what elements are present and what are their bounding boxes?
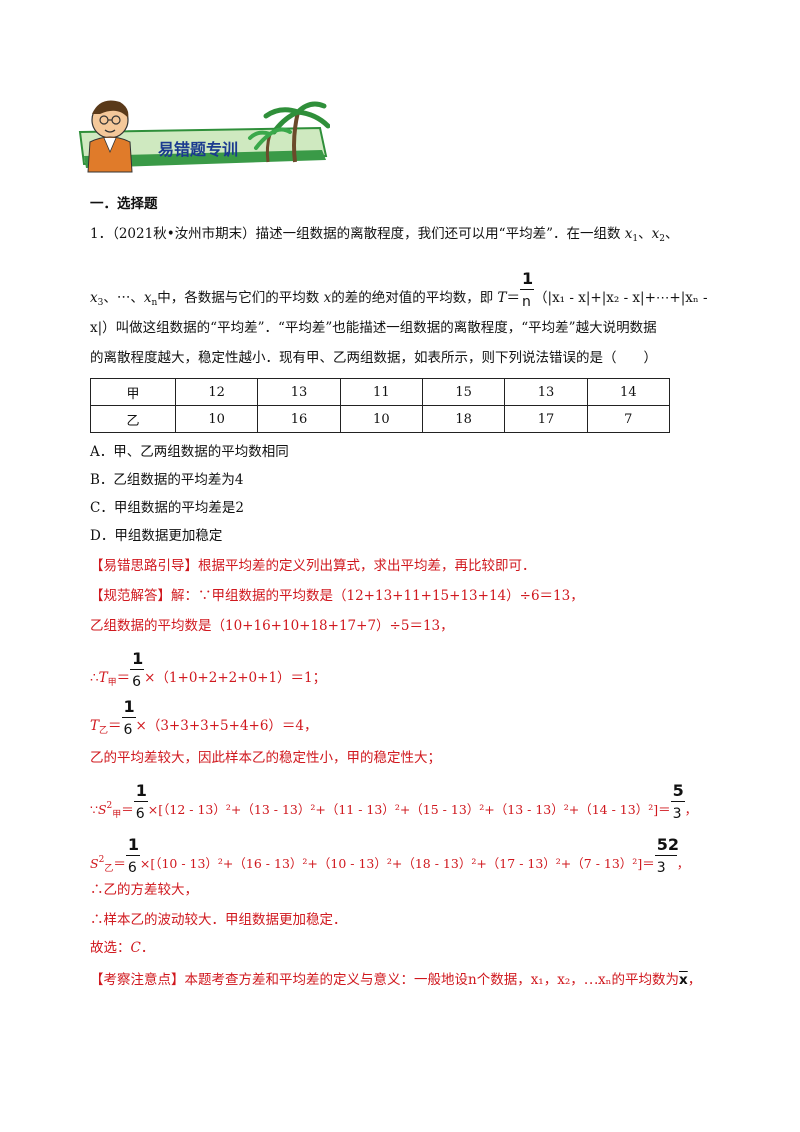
answer-choose-label: 故选： <box>90 940 131 956</box>
hint-text: 根据平均差的定义列出算式，求出平均差，再比较即可． <box>198 558 536 574</box>
question-formula: （|x₁ - x|+|x₂ - x|+⋯+|xₙ - <box>534 290 708 306</box>
hint-label: 【易错思路引导】 <box>90 558 198 574</box>
table-cell: 17 <box>504 405 588 433</box>
table-cell: 7 <box>586 405 671 433</box>
table-cell: 18 <box>421 405 506 433</box>
table-cell: 乙 <box>90 405 176 433</box>
table-cell: 13 <box>257 378 341 406</box>
t-yi-formula: ×（3+3+3+5+4+6）＝4， <box>135 718 318 734</box>
table-row: 乙 10 16 10 18 17 7 <box>90 405 671 433</box>
table-cell: 15 <box>421 378 506 406</box>
option-d: D．甲组数据更加稳定 <box>90 528 223 544</box>
answer-line-8: ∴乙的方差较大， <box>90 882 198 898</box>
answer-line-5: 乙的平均差较大，因此样本乙的稳定性小，甲的稳定性大； <box>90 750 441 766</box>
question-line-1: 1．（2021秋•汝州市期末）描述一组数据的离散程度，我们还可以用“平均差”．在… <box>90 226 679 244</box>
answer-choice: C <box>130 940 141 956</box>
answer-line-9: ∴样本乙的波动较大．甲组数据更加稳定． <box>90 912 347 928</box>
table-row: 甲 12 13 11 15 13 14 <box>90 378 671 406</box>
s-yi-formula: ×[（10 - 13）²+（16 - 13）²+（10 - 13）²+（18 -… <box>139 856 655 871</box>
x-bar: x <box>679 972 688 988</box>
table-cell: 14 <box>586 378 671 406</box>
question-line-3: x|）叫做这组数据的“平均差”．“平均差”也能描述一组数据的离散程度，“平均差”… <box>90 320 657 336</box>
banner-title: 易错题专训 <box>158 140 239 159</box>
table-cell: 10 <box>339 405 423 433</box>
table-cell: 11 <box>339 378 423 406</box>
question-text-2a: 中，各数据与它们的平均数 <box>157 290 320 306</box>
s-jia-formula: ×[（12 - 13）²+（13 - 13）²+（11 - 13）²+（15 -… <box>147 802 671 817</box>
question-source: （2021秋•汝州市期末） <box>112 226 256 242</box>
option-c: C．甲组数据的平均差是2 <box>90 500 244 516</box>
note-text: 本题考查方差和平均差的定义与意义：一般地设n个数据，x₁，x₂，⋯xₙ的平均数为 <box>184 972 680 988</box>
banner: 易错题专训 <box>70 92 331 180</box>
table-cell: 10 <box>174 405 259 433</box>
table-cell: 13 <box>504 378 588 406</box>
option-b: B．乙组数据的平均差为4 <box>90 472 244 488</box>
t-jia-formula: ×（1+0+2+2+0+1）＝1； <box>144 670 327 686</box>
section-title: 一．选择题 <box>90 196 158 212</box>
table-cell: 12 <box>174 378 259 406</box>
question-line-4: 的离散程度越大，稳定性越小．现有甲、乙两组数据，如表所示，则下列说法错误的是（ … <box>90 350 657 366</box>
note-label: 【考察注意点】 <box>90 972 185 988</box>
hint-line: 【易错思路引导】根据平均差的定义列出算式，求出平均差，再比较即可． <box>90 556 536 576</box>
data-table: 甲 12 13 11 15 13 14 乙 10 16 10 18 17 7 <box>90 378 671 433</box>
answer-line-2: 乙组数据的平均数是（10+16+10+18+17+7）÷5＝13， <box>90 618 454 634</box>
note-line: 【考察注意点】本题考查方差和平均差的定义与意义：一般地设n个数据，x₁，x₂，⋯… <box>90 972 702 988</box>
question-text-2b: 的差的绝对值的平均数，即 <box>331 290 494 306</box>
answer-text: 解：∵甲组数据的平均数是（12+13+11+15+13+14）÷6＝13， <box>171 588 584 604</box>
question-text-1: 描述一组数据的离散程度，我们还可以用“平均差”．在一组数 <box>255 226 621 242</box>
answer-line: 【规范解答】解：∵甲组数据的平均数是（12+13+11+15+13+14）÷6＝… <box>90 586 584 606</box>
table-cell: 16 <box>257 405 341 433</box>
option-a: A．甲、乙两组数据的平均数相同 <box>90 444 289 460</box>
table-cell: 甲 <box>90 378 176 406</box>
answer-label: 【规范解答】 <box>90 588 171 604</box>
banner-graphic <box>78 100 331 173</box>
answer-line-10: 故选：C． <box>90 940 155 956</box>
question-number: 1． <box>90 226 113 242</box>
